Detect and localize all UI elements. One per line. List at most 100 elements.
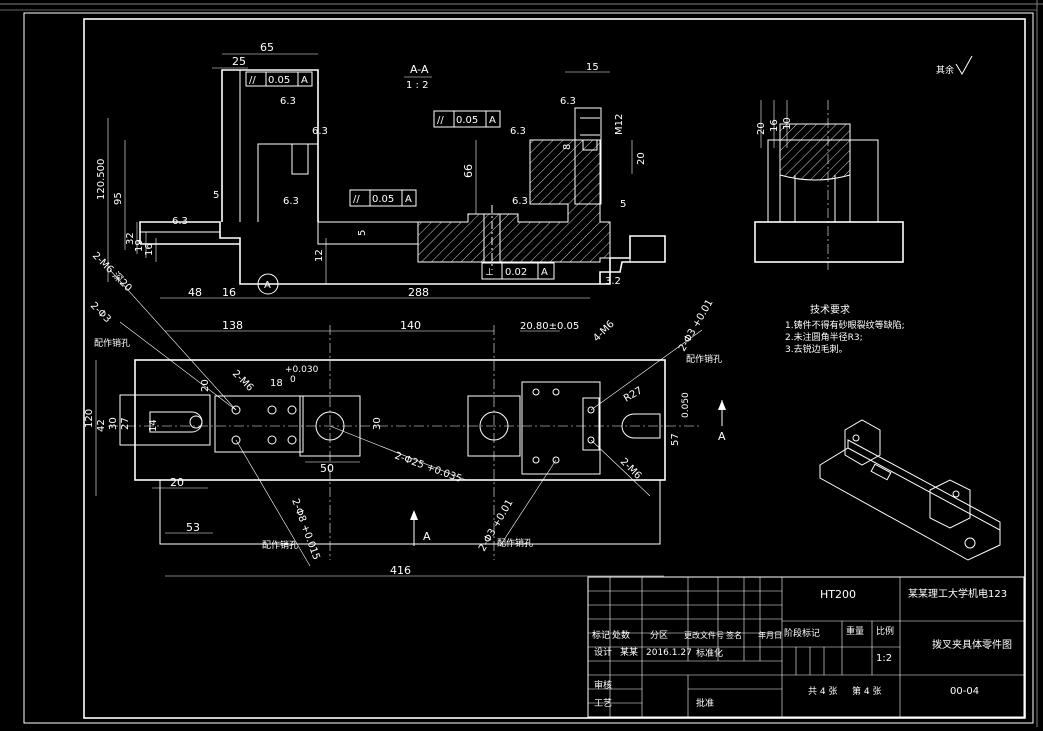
dim-20: 20 — [756, 122, 767, 135]
svg-text:A: A — [541, 267, 548, 278]
outer-frame — [23, 12, 1034, 724]
dim-30: 30 — [108, 417, 119, 430]
pin-hole-note: 配作销孔 — [497, 537, 533, 549]
roughness-mark: 6.3 — [280, 96, 296, 107]
dim-57: 57 — [670, 433, 681, 446]
designer-name: 某某 — [620, 647, 638, 658]
dim-288: 288 — [408, 286, 429, 299]
dim-140: 140 — [400, 319, 421, 332]
roughness-mark: 6.3 — [512, 196, 528, 207]
dim-66: 66 — [462, 164, 475, 178]
dim-138: 138 — [222, 319, 243, 332]
ratio-label: 比例 — [876, 625, 894, 637]
dim-15: 15 — [586, 62, 599, 73]
pin-hole-note: 配作销孔 — [262, 539, 298, 551]
stage-mark-label: 阶段标记 — [784, 627, 820, 639]
dim-50: 50 — [320, 462, 334, 475]
roughness-mark: 6.3 — [283, 196, 299, 207]
roughness-mark: 6.3 — [510, 126, 526, 137]
datum-circle — [257, 273, 279, 295]
roughness-mark: 6.3 — [560, 96, 576, 107]
dim-2-M6-deep: 2-M6 深20 — [90, 250, 134, 294]
svg-text://: // — [353, 194, 360, 205]
design-date: 2016.1.27 — [646, 648, 692, 658]
header-signature: 签名 — [726, 630, 742, 640]
dim-42: 42 — [96, 419, 107, 432]
dim-16-vertical: 16 — [144, 243, 155, 256]
svg-text:A: A — [405, 194, 412, 205]
dim-tol-0050: 0.050 — [681, 392, 691, 418]
dim-95: 95 — [113, 192, 124, 205]
dim-14: 14 — [148, 419, 159, 432]
roughness-mark: 6.3 — [172, 216, 188, 227]
dim-20-vertical: 20 — [200, 379, 211, 392]
roughness-3-2: 3.2 — [605, 276, 621, 287]
dim-30-c: 30 — [372, 417, 383, 430]
review-label: 审核 — [594, 679, 612, 691]
dim-2-phi3-c: 2-Φ3 +0.01 — [677, 298, 716, 354]
tolerance-frame: // 0.05 A — [349, 189, 417, 207]
dim-5-b: 5 — [357, 230, 368, 236]
surface-finish-note: 其余 — [936, 64, 954, 76]
dim-5-a: 5 — [213, 190, 219, 201]
tech-item: 1.铸件不得有砂眼裂纹等缺陷; — [785, 319, 905, 331]
plan-view: A A 138 140 20.80±0.05 120 42 30 27 14 1… — [84, 250, 726, 577]
dim-416: 416 — [390, 564, 411, 577]
header-zone: 分区 — [650, 630, 668, 641]
dim-16: 16 — [769, 119, 780, 132]
view-arrow-label: A — [423, 530, 431, 543]
dim-48: 48 — [188, 286, 202, 299]
dim-53: 53 — [186, 521, 200, 534]
svg-text:A: A — [301, 75, 308, 86]
dim-27: 27 — [120, 417, 131, 430]
tolerance-frame: // 0.05 A — [433, 110, 501, 128]
tech-item: 2.未注圆角半径R3; — [785, 331, 863, 343]
dim-65: 65 — [260, 41, 274, 54]
material: HT200 — [820, 588, 856, 601]
part-name: 拨叉夹具体零件图 — [932, 638, 1012, 651]
inner-frame — [83, 18, 1026, 719]
svg-text:0.05: 0.05 — [372, 194, 394, 205]
title-block: HT200 某某理工大学机电123 拨叉夹具体零件图 00-04 1:2 阶段标… — [587, 576, 1025, 718]
dim-12: 12 — [314, 249, 325, 262]
tech-item: 3.去锐边毛刺。 — [785, 343, 848, 355]
dim-8: 8 — [562, 144, 573, 150]
school-name: 某某理工大学机电123 — [908, 587, 1007, 600]
section-label: A-A — [410, 63, 429, 76]
datum-label: A — [264, 280, 271, 291]
header-count: 处数 — [612, 629, 630, 641]
dim-2-M6-a: 2-M6 — [230, 368, 255, 393]
designer-label: 设计 — [594, 646, 612, 658]
dim-2-phi8: 2-Φ8 +0.015 — [289, 497, 321, 561]
tech-title: 技术要求 — [810, 303, 850, 316]
dim-R27: R27 — [622, 385, 645, 404]
view-arrow-label: A — [718, 430, 726, 443]
front-view: 65 25 120.500 95 32 19 16 12 5 5 48 16 2… — [96, 41, 666, 299]
svg-text://: // — [249, 75, 256, 86]
dim-2-phi3: 2-Φ3 — [88, 300, 113, 325]
tech-requirements: 技术要求 1.铸件不得有砂眼裂纹等缺陷; 2.未注圆角半径R3; 3.去锐边毛刺… — [785, 303, 905, 355]
header-change-doc: 更改文件号 — [684, 630, 724, 640]
weight-label: 重量 — [846, 625, 864, 637]
dim-32: 32 — [125, 232, 136, 245]
sheet-number: 第 4 张 — [852, 685, 881, 697]
svg-text:A: A — [489, 115, 496, 126]
dim-tol-0030: +0.030 — [285, 365, 319, 375]
dim-5-c: 5 — [620, 199, 626, 210]
dim-120-500: 120.500 — [96, 159, 107, 200]
dim-20-80: 20.80±0.05 — [520, 321, 579, 332]
drawing-number: 00-04 — [950, 686, 979, 697]
approve-label: 批准 — [696, 697, 714, 709]
scale-value: 1:2 — [876, 653, 892, 664]
roughness-symbol — [955, 55, 973, 75]
dim-19: 19 — [134, 239, 145, 252]
dim-tol-0: 0 — [290, 375, 296, 385]
dim-120: 120 — [84, 409, 95, 428]
sheets-total: 共 4 张 — [808, 686, 837, 697]
process-label: 工艺 — [594, 698, 612, 709]
tolerance-frame: // 0.05 A — [245, 71, 313, 87]
tolerance-frame: ⊥ 0.02 A — [481, 262, 555, 280]
pin-hole-note: 配作销孔 — [94, 337, 130, 349]
